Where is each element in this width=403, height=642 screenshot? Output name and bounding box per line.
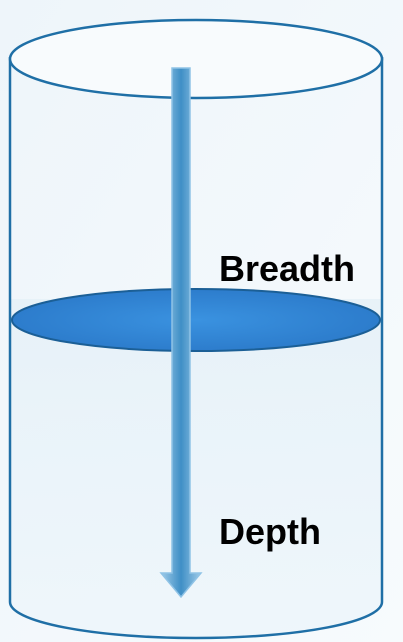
breadth-label: Breadth: [219, 251, 355, 287]
cylinder-top: [10, 20, 382, 98]
depth-label: Depth: [219, 514, 321, 550]
water-surface: [12, 289, 380, 351]
